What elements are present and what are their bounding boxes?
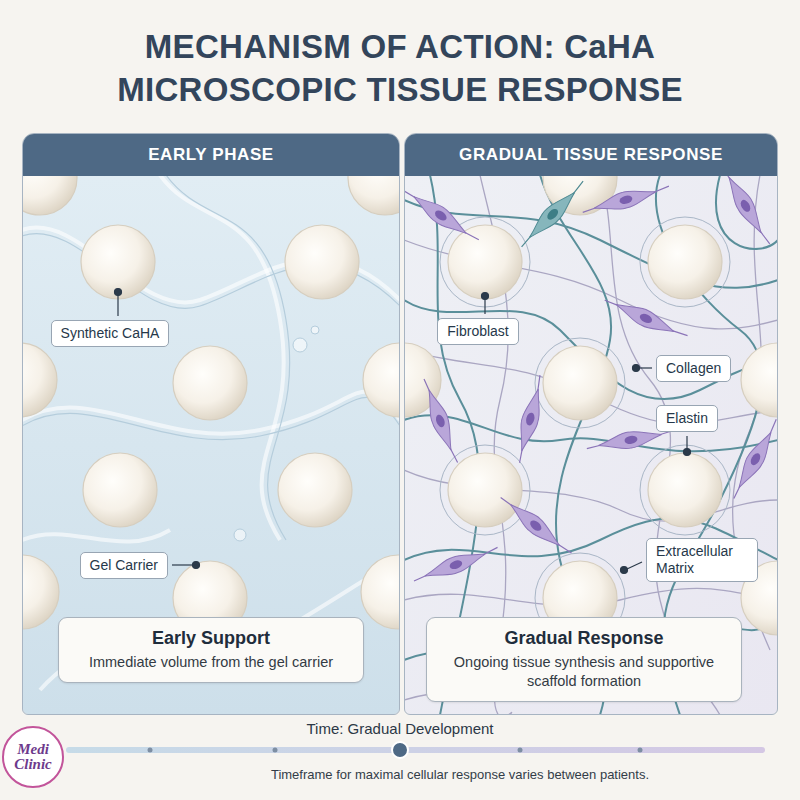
label-text: Collagen: [666, 360, 721, 377]
matrix-region: [741, 343, 777, 417]
gel-region: [285, 225, 359, 299]
timeline-bar: [518, 748, 523, 753]
matrix-region: [417, 376, 463, 466]
leader-line: [639, 367, 652, 368]
leader-line: [686, 436, 687, 449]
gel-region: [23, 175, 399, 540]
gel-region: [160, 175, 284, 540]
gel-region: [363, 343, 399, 417]
card-heading: Gradual Response: [441, 627, 727, 650]
matrix-region: [515, 177, 590, 252]
matrix-region: [405, 415, 777, 451]
panel-header: GRADUAL TISSUE RESPONSE: [405, 134, 777, 176]
matrix-region: [580, 180, 671, 219]
matrix-region: [535, 338, 625, 428]
timeline-bar: [66, 747, 765, 753]
card-body: Immediate volume from the gel carrier: [73, 653, 349, 672]
callout-label: Fibroblast: [437, 318, 518, 345]
label-text: Fibroblast: [447, 323, 508, 340]
leader-line: [684, 449, 691, 456]
matrix-region: [405, 175, 777, 714]
gel-region: [278, 453, 352, 527]
gel-region: [23, 530, 170, 542]
gel-region: [173, 346, 247, 420]
gel-region: [23, 175, 399, 714]
matrix-region: [440, 445, 530, 535]
timeline-bar: [273, 748, 278, 753]
gel-region: [293, 338, 307, 352]
leader-line: [484, 299, 485, 314]
gel-region: [23, 175, 77, 215]
callout-label: Extracellular Matrix: [646, 538, 758, 582]
matrix-region: [411, 542, 501, 588]
label-text: Extracellular Matrix: [656, 543, 748, 577]
gel-region: [23, 555, 59, 629]
label-text: Synthetic CaHA: [61, 325, 160, 342]
matrix-region: [496, 490, 575, 560]
matrix-region: [640, 217, 730, 307]
matrix-region: [448, 225, 522, 299]
matrix-region: [405, 175, 777, 714]
matrix-region: [640, 445, 730, 535]
phase-panel: EARLY PHASE Synthetic CaHA Gel CarrierEarl…: [22, 133, 400, 715]
summary-card: Gradual ResponseOngoing tissue synthesis…: [426, 617, 742, 702]
timeline-label: Time: Gradual Development: [0, 720, 800, 737]
matrix-region: [405, 175, 777, 714]
leader-line: [193, 562, 200, 569]
gel-region: [81, 225, 155, 299]
leader-line: [621, 567, 628, 574]
matrix-region: [448, 453, 522, 527]
gel-region: [361, 555, 399, 629]
gel-region: [311, 326, 319, 334]
card-body: Ongoing tissue synthesis and supportive …: [441, 653, 727, 691]
timeline-bar: [66, 742, 765, 758]
leader-line: [117, 295, 118, 316]
caption: Timeframe for maximal cellular response …: [130, 767, 790, 782]
matrix-region: [726, 416, 777, 502]
matrix-region: [716, 175, 775, 249]
timeline-bar: [638, 748, 643, 753]
callout-label: Synthetic CaHA: [51, 320, 170, 347]
leader-line: [115, 289, 122, 296]
gel-region: [234, 529, 246, 541]
gel-region: [23, 175, 399, 714]
leader-line: [172, 564, 193, 565]
matrix-region: [440, 217, 530, 307]
card-heading: Early Support: [73, 627, 349, 650]
callout-label: Gel Carrier: [80, 552, 168, 579]
leader-line: [627, 562, 642, 569]
callout-label: Elastin: [656, 405, 718, 432]
matrix-region: [602, 292, 690, 345]
matrix-region: [648, 453, 722, 527]
diagram-title: MECHANISM OF ACTION: CaHA MICROSCOPIC TI…: [50, 26, 750, 112]
clinic-logo: Medi Clinic: [2, 726, 64, 788]
leader-line: [115, 289, 691, 574]
timeline-bar: [148, 748, 153, 753]
logo-text: Medi Clinic: [7, 742, 59, 772]
panel-header: EARLY PHASE: [23, 134, 399, 176]
matrix-region: [405, 175, 777, 714]
gel-region: [166, 175, 290, 540]
leader-line: [633, 365, 640, 372]
matrix-region: [648, 225, 722, 299]
label-text: Elastin: [666, 410, 708, 427]
summary-card: Early SupportImmediate volume from the g…: [58, 617, 364, 683]
gel-region: [23, 343, 57, 417]
leader-line: [482, 293, 489, 300]
timeline-bar: [392, 742, 408, 758]
matrix-region: [511, 373, 550, 464]
gel-region: [83, 453, 157, 527]
callout-label: Collagen: [656, 355, 731, 382]
phase-panel: GRADUAL TISSUE RESPONSE FibroblastCollage…: [404, 133, 778, 715]
matrix-region: [405, 183, 482, 248]
matrix-region: [543, 346, 617, 420]
gel-region: [23, 175, 399, 690]
label-text: Gel Carrier: [90, 557, 158, 574]
gel-region: [348, 175, 399, 215]
